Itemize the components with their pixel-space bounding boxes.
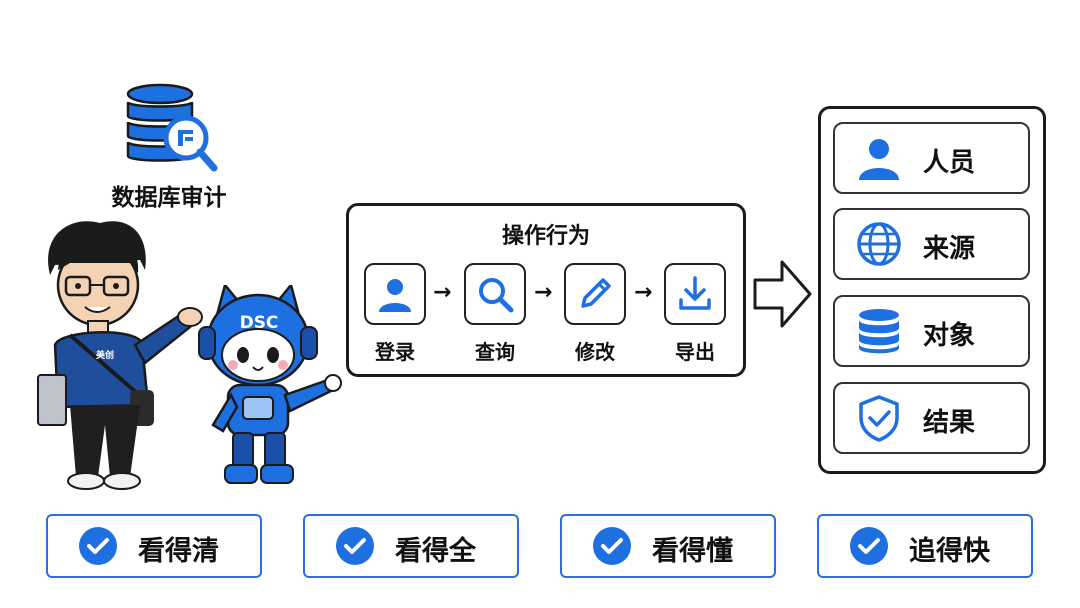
shirt-logo: 美创 bbox=[96, 351, 115, 361]
attribute-source: 来源 bbox=[833, 208, 1030, 280]
step-query-label: 查询 bbox=[475, 340, 515, 364]
benefit-pill: 追得快 bbox=[817, 514, 1033, 578]
arrow-right-icon: → bbox=[634, 280, 653, 305]
benefit-label: 看得全 bbox=[395, 536, 476, 567]
step-export-label: 导出 bbox=[675, 340, 715, 364]
attribute-label: 来源 bbox=[923, 234, 976, 264]
step-modify-label: 修改 bbox=[575, 340, 615, 364]
search-icon bbox=[479, 278, 514, 313]
person-icon bbox=[859, 139, 899, 180]
step-login-tile bbox=[364, 263, 426, 325]
globe-icon bbox=[857, 222, 901, 266]
attribute-label: 结果 bbox=[923, 408, 976, 438]
attribute-label: 对象 bbox=[923, 321, 976, 351]
attribute-result: 结果 bbox=[833, 382, 1030, 454]
benefit-pill: 看得全 bbox=[303, 514, 519, 578]
attribute-personnel: 人员 bbox=[833, 122, 1030, 194]
benefit-label: 追得快 bbox=[909, 536, 990, 567]
shield-check-icon bbox=[859, 395, 899, 442]
check-circle-icon bbox=[850, 527, 888, 565]
benefit-label: 看得清 bbox=[138, 536, 219, 567]
arrow-right-icon: → bbox=[433, 280, 452, 305]
check-circle-icon bbox=[593, 527, 631, 565]
check-circle-icon bbox=[336, 527, 374, 565]
step-login-label: 登录 bbox=[375, 340, 415, 364]
user-icon bbox=[379, 279, 411, 312]
step-export-tile bbox=[664, 263, 726, 325]
operations-title: 操作行为 bbox=[501, 224, 590, 249]
step-query-tile bbox=[464, 263, 526, 325]
benefit-pill: 看得清 bbox=[46, 514, 262, 578]
pencil-icon bbox=[581, 278, 611, 308]
download-icon bbox=[679, 276, 711, 310]
mascot-badge: DSC bbox=[239, 313, 279, 333]
database-icon bbox=[859, 309, 899, 354]
database-audit-icon bbox=[122, 82, 222, 174]
big-arrow-right-icon bbox=[752, 258, 814, 330]
step-modify-tile bbox=[564, 263, 626, 325]
attribute-label: 人员 bbox=[923, 148, 976, 178]
arrow-right-icon: → bbox=[534, 280, 553, 305]
person-illustration bbox=[30, 215, 205, 495]
benefit-pill: 看得懂 bbox=[560, 514, 776, 578]
database-audit-label: 数据库审计 bbox=[111, 185, 227, 211]
benefit-label: 看得懂 bbox=[652, 536, 733, 567]
check-circle-icon bbox=[79, 527, 117, 565]
mascot-robot bbox=[195, 282, 345, 490]
attribute-object: 对象 bbox=[833, 295, 1030, 367]
